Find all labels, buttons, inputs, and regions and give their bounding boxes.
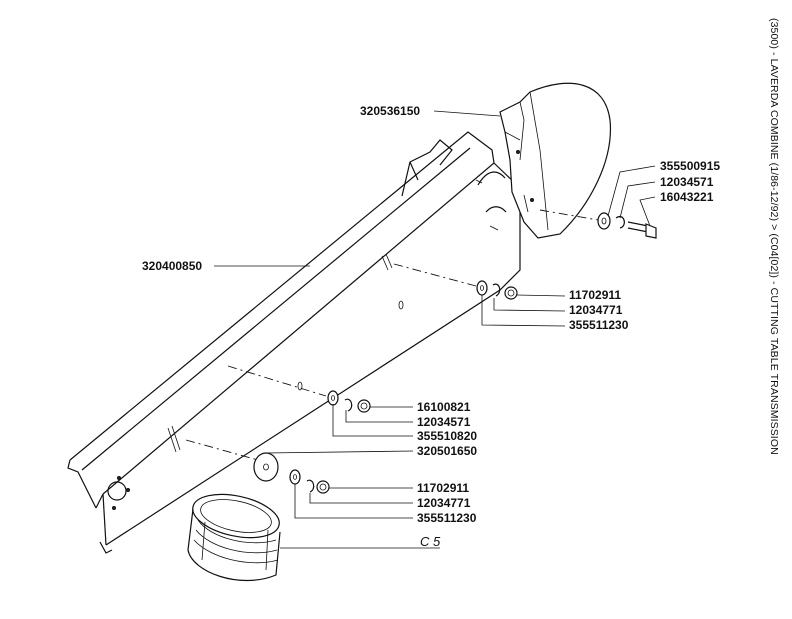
label-11702911-lower: 11702911 <box>417 481 469 495</box>
label-11702911-upper: 11702911 <box>569 288 621 302</box>
label-16100821: 16100821 <box>417 400 471 414</box>
lower-disc-and-hardware <box>185 439 330 494</box>
label-16043221: 16043221 <box>660 190 714 204</box>
upper-hardware-stack <box>393 263 518 300</box>
label-355500915: 355500915 <box>660 159 720 173</box>
label-12034571-mid: 12034571 <box>417 415 471 429</box>
label-355511230-lower: 355511230 <box>417 511 477 525</box>
label-12034771-upper: 12034771 <box>569 303 623 317</box>
label-12034771-lower: 12034771 <box>417 496 471 510</box>
label-320400850: 320400850 <box>142 259 202 273</box>
label-320501650: 320501650 <box>417 444 477 458</box>
middle-hardware-stack <box>227 365 371 413</box>
label-ref-c5: C 5 <box>420 534 441 549</box>
label-355511230-upper: 355511230 <box>569 318 629 332</box>
sleeve-pulley <box>187 493 281 582</box>
leader-lines <box>214 110 656 549</box>
guard-cover <box>499 82 612 239</box>
document-side-title: (3500) - LAVERDA COMBINE (1/86-12/92) > … <box>768 18 780 455</box>
main-beam-channel <box>67 131 521 554</box>
label-12034571-top: 12034571 <box>660 175 714 189</box>
label-320536150: 320536150 <box>360 104 420 118</box>
label-355510820: 355510820 <box>417 429 477 443</box>
guard-hardware <box>539 209 657 239</box>
